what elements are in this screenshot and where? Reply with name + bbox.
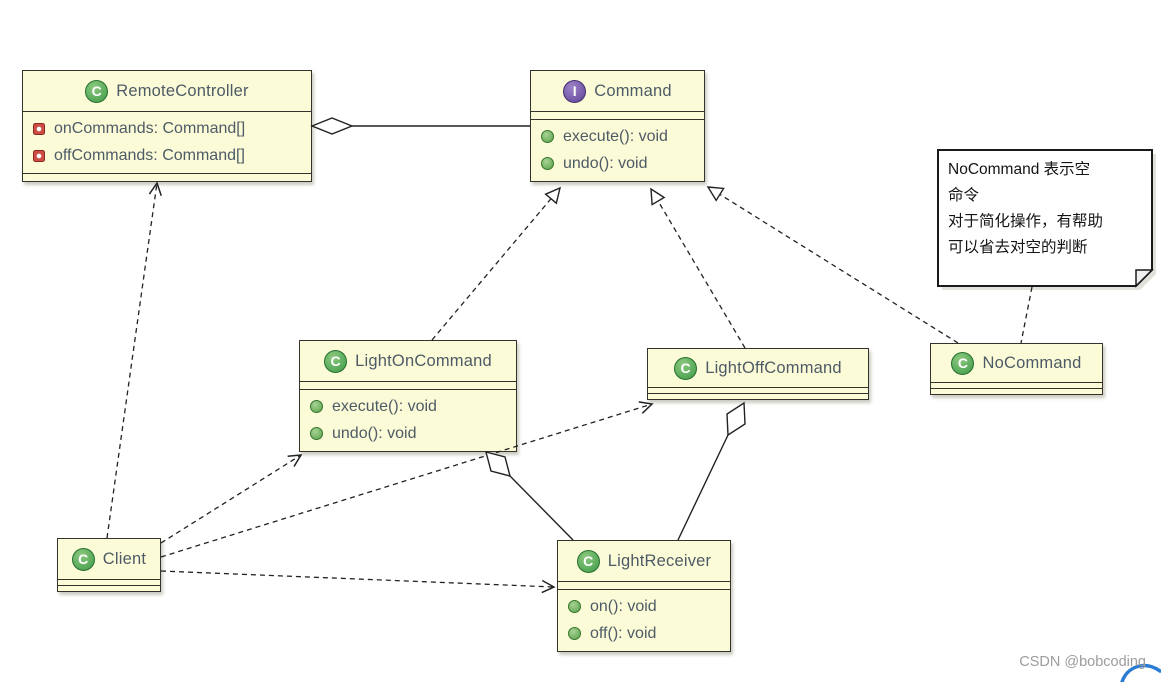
empty-fields-compartment [558,581,730,589]
class-icon: C [71,547,95,571]
public-method-icon [568,627,581,640]
class-nocommand[interactable]: C NoCommand [930,343,1103,395]
method-label: on(): void [590,597,657,615]
class-icon: C [85,79,109,103]
class-client[interactable]: C Client [57,538,161,592]
public-method-icon [541,130,554,143]
class-icon: C [324,349,348,373]
class-icon: C [576,549,600,573]
class-title: C LightReceiver [558,541,730,581]
class-icon: C [951,351,975,375]
public-method-icon [541,157,554,170]
interface-command[interactable]: I Command execute(): void undo(): void [530,70,705,182]
method-label: undo(): void [332,424,417,442]
class-name: NoCommand [982,353,1082,372]
class-name: LightOffCommand [705,358,842,377]
class-name: RemoteController [116,81,249,100]
note-line: 可以省去对空的判断 [948,239,1088,256]
method-row: undo(): void [300,420,516,447]
class-icon: C [674,356,698,380]
class-lightoncommand[interactable]: C LightOnCommand execute(): void undo():… [299,340,517,452]
class-lightoffcommand[interactable]: C LightOffCommand [647,348,869,400]
class-title: C NoCommand [931,344,1102,382]
class-title: C LightOnCommand [300,341,516,381]
private-field-icon [33,149,45,162]
aggregation-diamond-lightoffcommand [726,401,746,437]
public-method-icon [310,400,323,413]
class-remotecontroller[interactable]: C RemoteController onCommands: Command[]… [22,70,312,182]
note-connector-nocommand [1020,286,1033,344]
class-title: I Command [531,71,704,111]
class-name: LightOnCommand [355,351,492,370]
empty-methods-compartment [58,585,160,591]
empty-fields-compartment [58,579,160,585]
empty-fields-compartment [648,387,868,393]
methods-compartment: on(): void off(): void [558,589,730,651]
field-row: offCommands: Command[] [23,142,311,169]
dependency-client-remotecontroller [106,181,162,539]
methods-compartment: execute(): void undo(): void [531,119,704,181]
method-row: execute(): void [531,123,704,150]
empty-fields-compartment [300,381,516,389]
private-field-icon [33,122,45,135]
field-label: offCommands: Command[] [54,146,245,164]
field-row: onCommands: Command[] [23,115,311,142]
class-name: LightReceiver [607,551,712,570]
class-name: Client [102,549,147,568]
method-label: execute(): void [563,127,668,145]
note-fold-corner [1135,269,1154,288]
method-label: execute(): void [332,397,437,415]
note-line: 命令 [948,187,980,204]
interface-icon: I [563,79,587,103]
note-nocommand: NoCommand 表示空 命令 对于简化操作，有帮助 可以省去对空的判断 [948,157,1144,261]
note-line: 对于简化操作，有帮助 [948,213,1104,230]
realization-lightoncommand-command [431,188,560,341]
empty-methods-compartment [931,388,1102,394]
watermark: CSDN @bobcoding [1019,654,1146,670]
dependency-client-lightoncommand [160,454,303,544]
class-title: C RemoteController [23,71,311,111]
aggregation-lightoffcommand-lightreceiver-line [677,434,729,541]
method-label: undo(): void [563,154,648,172]
class-title: C LightOffCommand [648,349,868,387]
dependency-client-lightreceiver [160,570,556,594]
methods-compartment: execute(): void undo(): void [300,389,516,451]
empty-methods-compartment [648,393,868,399]
realization-lightoffcommand-command [651,189,746,349]
method-label: off(): void [590,624,657,642]
public-method-icon [310,427,323,440]
method-row: execute(): void [300,393,516,420]
class-name: Command [594,81,672,100]
class-lightreceiver[interactable]: C LightReceiver on(): void off(): void [557,540,731,652]
method-row: on(): void [558,593,730,620]
method-row: off(): void [558,620,730,647]
empty-fields-compartment [931,382,1102,388]
fields-compartment: onCommands: Command[] offCommands: Comma… [23,111,311,173]
public-method-icon [568,600,581,613]
field-label: onCommands: Command[] [54,119,246,137]
method-row: undo(): void [531,150,704,177]
aggregation-diamond-lightoncommand [485,451,511,477]
aggregation-lightoncommand-lightreceiver-line [509,475,574,541]
class-title: C Client [58,539,160,579]
realization-nocommand-command [708,187,959,344]
aggregation-diamond-remotecontroller [310,117,354,135]
empty-fields-compartment [531,111,704,119]
note-line: NoCommand 表示空 [948,161,1091,178]
empty-methods-compartment [23,173,311,181]
